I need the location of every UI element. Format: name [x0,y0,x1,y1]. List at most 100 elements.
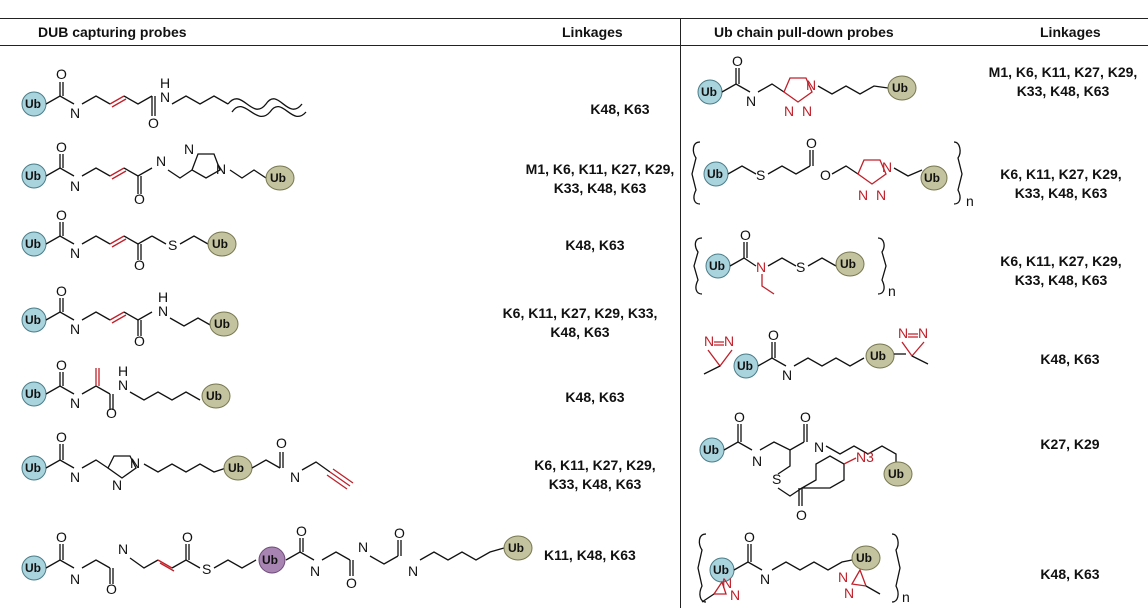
atom-o: O [296,523,307,539]
pulldown-linkage-1-line2: K33, K48, K63 [1016,83,1110,99]
atom-n: N [158,303,168,319]
atom-n: N [724,333,734,349]
dub-structure-7: Ub O N O N O S Ub O N O N O N Ub [21,523,533,597]
atom-o: O [768,327,779,343]
atom-o: O [106,405,117,421]
atom-n: N [756,259,766,275]
atom-n: N [746,93,756,109]
atom-h: H [160,75,170,91]
atom-o: O [806,135,817,151]
atom-o: O [134,257,145,273]
dub-linkage-7: K11, K48, K63 [544,547,636,563]
pulldown-structure-5: Ub O N O N Ub S O N3 [699,409,913,523]
ub-protein-icon [835,251,865,277]
ub-label: Ub [888,467,904,481]
atom-n: N [70,245,80,261]
atom-n: N [760,571,770,587]
atom-n: N [216,161,226,177]
dub-structure-5: Ub O N O N H Ub [21,357,231,421]
atom-n: N [876,187,886,203]
ub-label: Ub [870,349,886,363]
ub-protein-icon [851,545,881,571]
atom-s: S [796,259,805,275]
atom-s: S [756,167,765,183]
ub-label: Ub [703,443,719,457]
dub-linkage-6-line1: K6, K11, K27, K29, [534,457,656,473]
atom-n: N [112,477,122,493]
atom-n: N [802,103,812,119]
ub-protein-icon [265,165,295,191]
ub-label: Ub [212,237,228,251]
ub-label: Ub [25,387,41,401]
dub-linkage-6: K6, K11, K27, K29, K33, K48, K63 [495,456,695,494]
ub-label: Ub [924,171,940,185]
pulldown-linkage-2-line2: K33, K48, K63 [1014,185,1108,201]
atom-o: O [740,227,751,243]
ub-label: Ub [856,551,872,565]
atom-n: N [782,367,792,383]
atom-o: O [148,115,159,131]
pulldown-linkage-3-line2: K33, K48, K63 [1014,272,1108,288]
atom-n: N [882,159,892,175]
header-pulldown-probes: Ub chain pull-down probes [714,24,894,40]
ub-protein-icon [207,231,237,257]
atom-o: O [394,525,405,541]
atom-n: N [70,571,80,587]
top-rule [0,18,1148,19]
atom-n: N [858,187,868,203]
ub-label: Ub [737,359,753,373]
atom-h: H [118,363,128,379]
atom-n: N [752,453,762,469]
atom-n: N [130,455,140,471]
dub-structure-4: Ub O N O N H Ub [21,283,239,349]
ub-label: Ub [206,389,222,403]
atom-o: O [134,191,145,207]
ub-label: Ub [709,259,725,273]
atom-o: O [56,529,67,545]
ub-protein-icon [887,75,917,101]
ub-label: Ub [25,313,41,327]
pulldown-structure-6: Ub O N Ub N N N N n [697,529,910,605]
column-divider [680,18,681,608]
atom-n: N [70,469,80,485]
atom-o: O [106,581,117,597]
pulldown-structure-3: Ub O N S Ub n [693,227,896,299]
dub-linkage-4: K6, K11, K27, K29, K33, K48, K63 [480,304,680,342]
atom-s: S [168,237,177,253]
atom-n: N [806,77,816,93]
ub-label: Ub [840,257,856,271]
atom-n: N [704,333,714,349]
atom-s: S [202,561,211,577]
dub-structure-3: Ub O N O S Ub [21,207,237,273]
ub-label: Ub [25,97,41,111]
pulldown-linkage-2-line1: K6, K11, K27, K29, [1000,166,1122,182]
atom-n: N [784,103,794,119]
atom-o: O [346,575,357,591]
ub-label: Ub [701,85,717,99]
subscript-n: n [966,193,974,209]
pulldown-linkage-3: K6, K11, K27, K29, K33, K48, K63 [976,252,1146,290]
ub-protein-icon [503,535,533,561]
atom-o: O [820,167,831,183]
dub-linkage-2: M1, K6, K11, K27, K29, K33, K48, K63 [500,160,700,198]
dub-linkage-5: K48, K63 [565,389,625,405]
ub-label: Ub [508,541,524,555]
atom-n: N [118,377,128,393]
atom-n: N [918,325,928,341]
ub-protein-icon [209,311,239,337]
subscript-n: n [888,283,896,299]
ub-protein-icon [883,461,913,487]
ub-label: Ub [262,553,278,567]
dub-linkage-2-line2: K33, K48, K63 [553,180,647,196]
ub-protein-icon [258,546,286,574]
dub-structure-1: Ub O N O N H [21,66,307,131]
ub-label: Ub [892,81,908,95]
atom-n3: N3 [856,449,874,465]
atom-n: N [290,469,300,485]
atom-n: N [310,563,320,579]
atom-o: O [276,435,287,451]
pulldown-linkage-1-line1: M1, K6, K11, K27, K29, [988,64,1138,80]
atom-n: N [844,585,854,601]
ub-label: Ub [713,563,729,577]
